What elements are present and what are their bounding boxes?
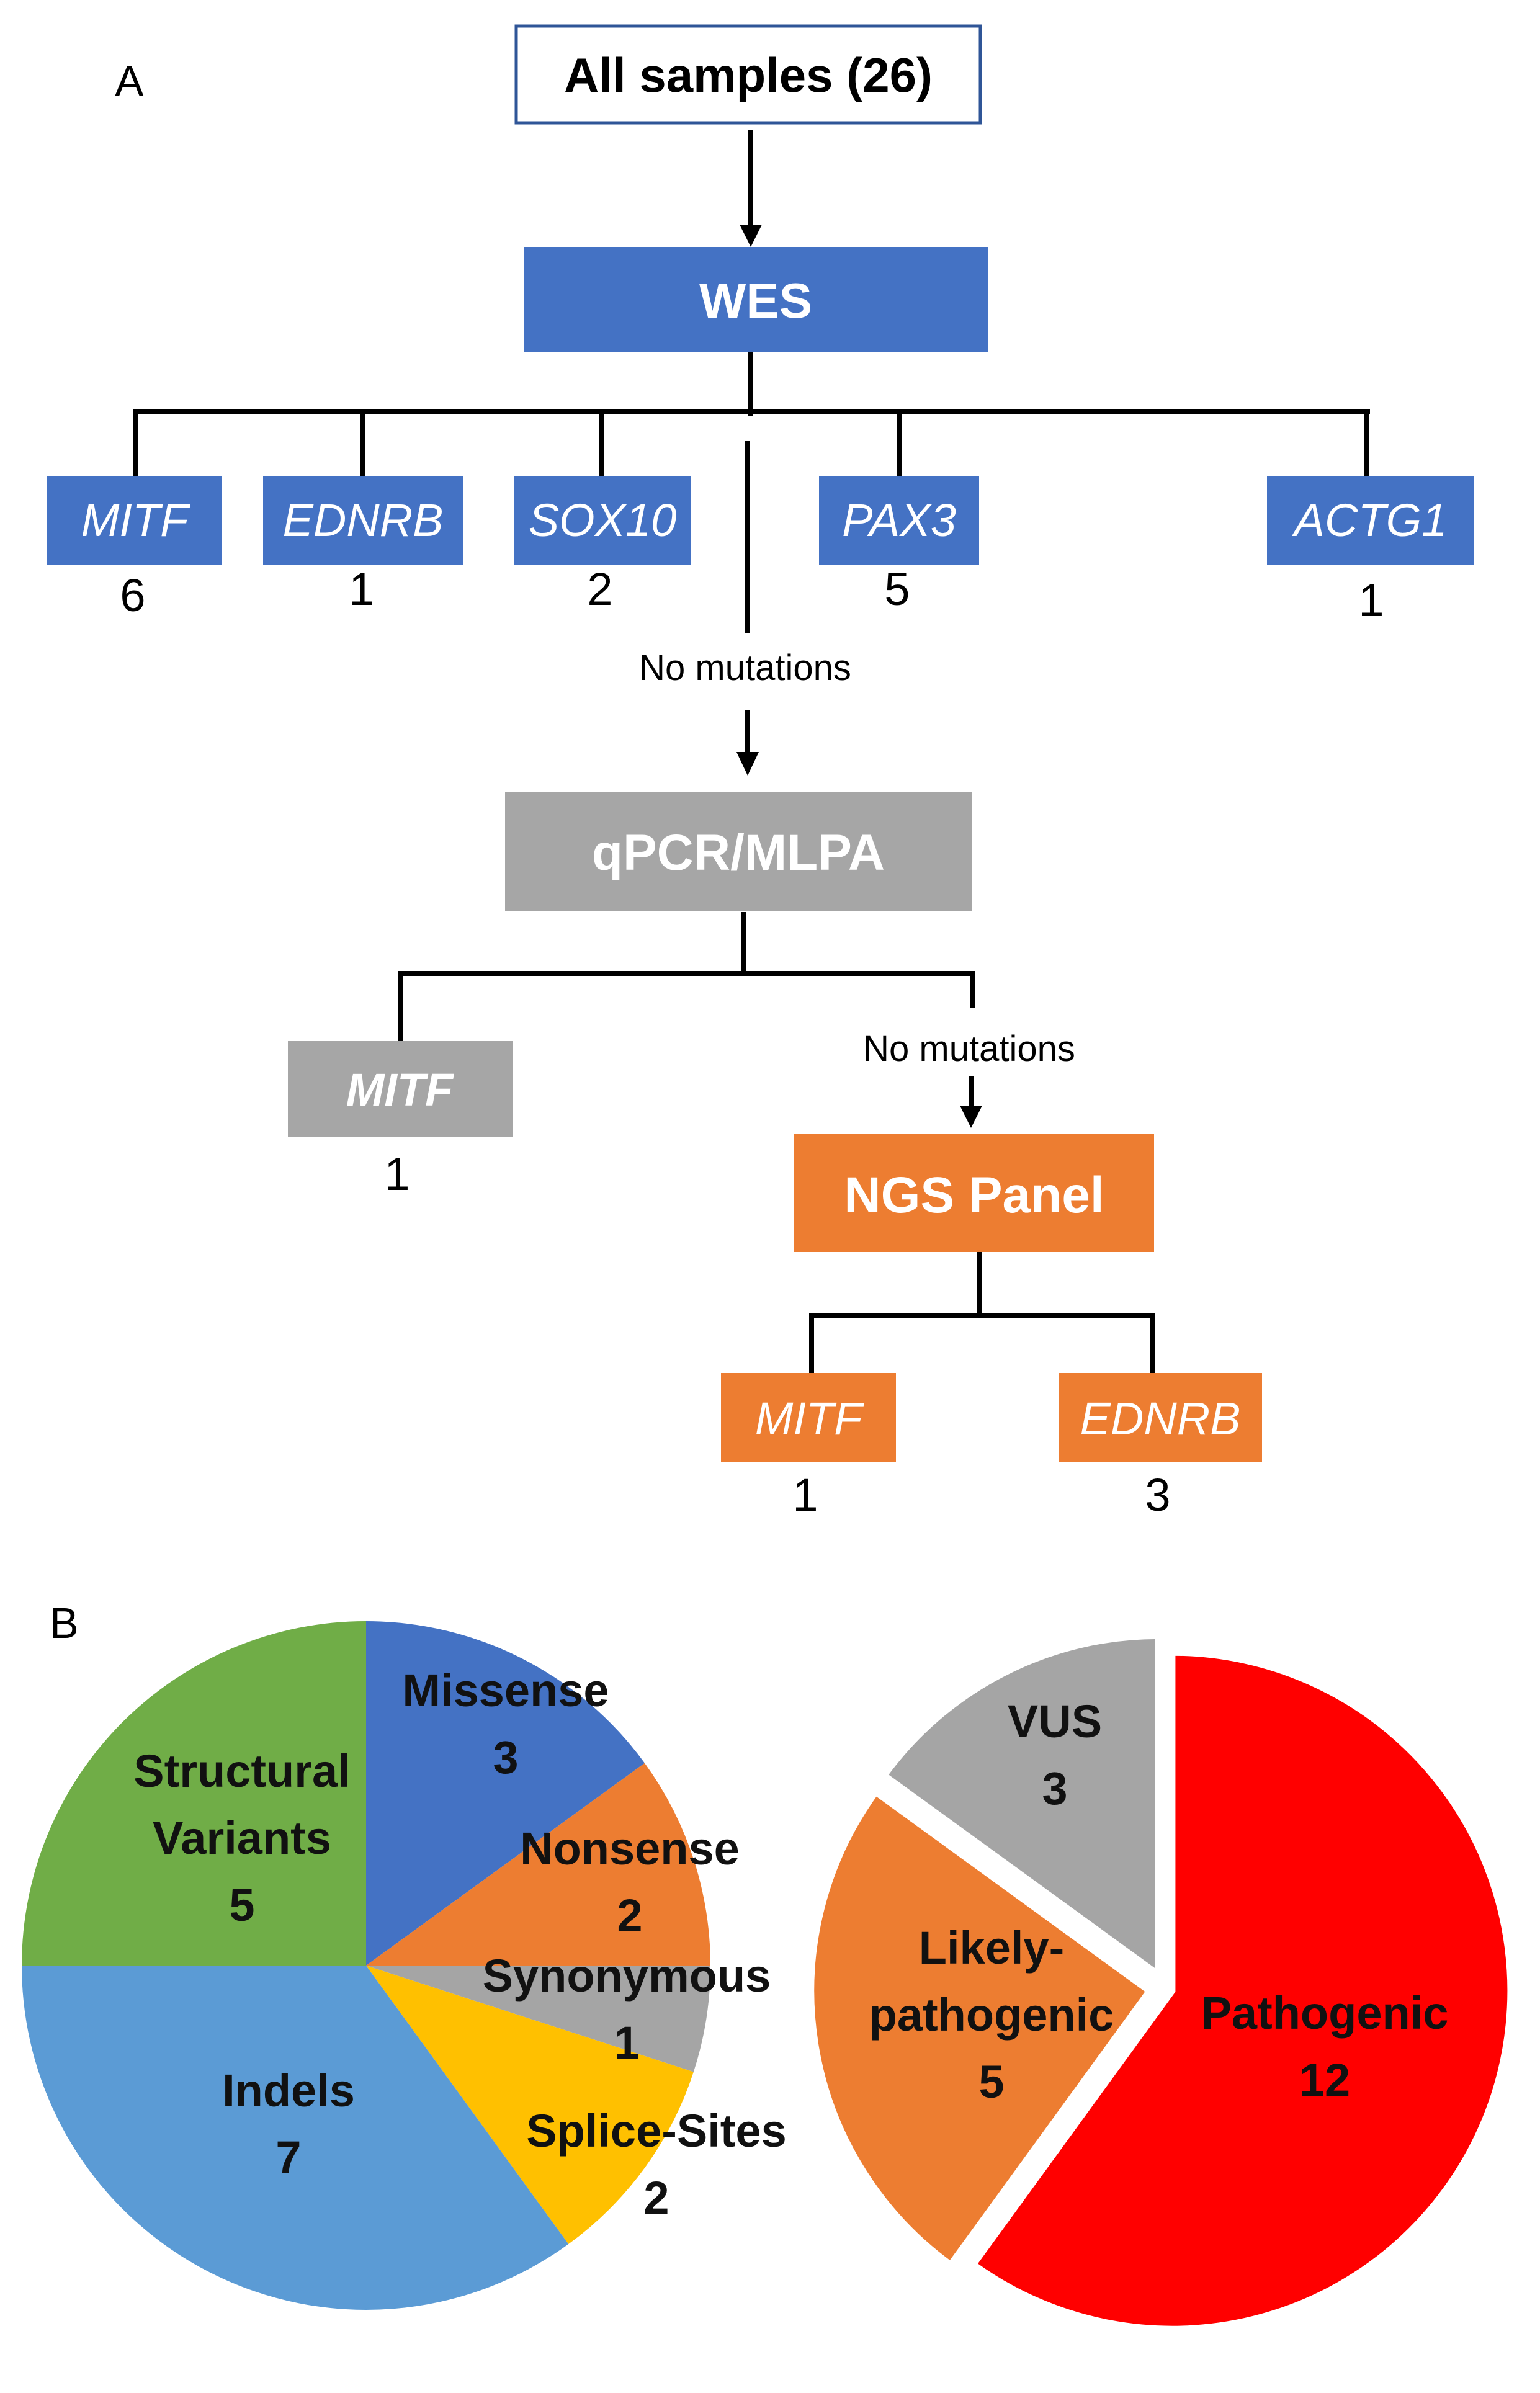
wes-result-box-pax3 [819, 476, 979, 565]
wes-result-count-actg1: 1 [1358, 575, 1384, 626]
wes-result-gene-actg1: ACTG1 [1292, 494, 1448, 546]
pie-slice-1-1 [808, 1787, 1154, 2269]
no-mutations-note-1: No mutations [639, 648, 851, 688]
pie-label-0-4: Indels 7 [222, 2065, 355, 2183]
ngs-box [794, 1134, 1154, 1252]
pie-category-1-0: Pathogenic [1201, 1987, 1449, 2039]
ngs-result-box-ednrb [1059, 1373, 1262, 1462]
wes-result-count-ednrb: 1 [349, 563, 374, 615]
pathogenicity-pie: Pathogenic 12 Likely-pathogenic 5 VUS 3 [808, 1632, 1514, 2332]
pie-slice-1-2 [880, 1632, 1162, 1980]
pie-category-0-5: Structural [133, 1745, 351, 1797]
wes-result-count-pax3: 5 [884, 563, 910, 615]
pie-value-0-5: 5 [229, 1879, 254, 1931]
pie-value-0-3: 2 [643, 2172, 669, 2224]
pie-category-1-1: pathogenic [869, 1989, 1114, 2041]
arrowheads [736, 225, 982, 1128]
pie-category-0-2: Synonymous [483, 1950, 771, 2002]
qpcr-result-box-mitf [288, 1041, 513, 1137]
wes-result-box-sox10 [514, 476, 691, 565]
pie-slice-0-4 [21, 1966, 569, 2310]
pie-label-0-3: Splice-Sites 2 [526, 2105, 787, 2224]
ngs-result-gene-ednrb: EDNRB [1080, 1393, 1240, 1444]
ngs-results: MITF 1 EDNRB 3 [721, 1373, 1262, 1521]
pie-label-0-2: Synonymous 1 [483, 1950, 771, 2069]
qpcr-results: MITF 1 [288, 1041, 513, 1200]
ngs-result-box-mitf [721, 1373, 896, 1462]
pie-slice-0-2 [366, 1966, 710, 2072]
ngs-label: NGS Panel [844, 1167, 1104, 1223]
wes-results: MITF 6 EDNRB 1 SOX10 2 PAX3 5 ACTG1 1 [47, 476, 1474, 626]
wes-node: WES [524, 247, 988, 352]
pie-value-1-0: 12 [1299, 2054, 1350, 2106]
pie-category-0-5: Variants [153, 1812, 331, 1864]
pie-slice-0-3 [366, 1966, 694, 2245]
arrowhead-qpcr [736, 752, 759, 776]
no-mutations-note-2: No mutations [863, 1029, 1075, 1069]
pie-value-0-2: 1 [614, 2017, 639, 2069]
pie-category-1-1: Likely- [919, 1922, 1064, 1974]
root-label: All samples (26) [564, 48, 933, 102]
pie-value-0-4: 7 [275, 2132, 301, 2183]
pie-category-1-2: VUS [1008, 1696, 1102, 1747]
pie-category-0-0: Missense [402, 1665, 609, 1716]
wes-result-gene-mitf: MITF [81, 494, 190, 546]
pie-label-1-0: Pathogenic 12 [1201, 1987, 1449, 2106]
flow-connectors [133, 130, 1370, 1374]
wes-result-box-ednrb [263, 476, 463, 565]
pie-category-0-4: Indels [222, 2065, 355, 2116]
pie-label-1-1: Likely-pathogenic 5 [869, 1922, 1114, 2108]
pie-value-0-1: 2 [617, 1890, 642, 1941]
ngs-node: NGS Panel [794, 1134, 1154, 1252]
pie-label-0-0: Missense 3 [402, 1665, 609, 1783]
root-node: All samples (26) [514, 24, 982, 125]
qpcr-label: qPCR/MLPA [592, 825, 885, 881]
qpcr-result-count-mitf: 1 [384, 1148, 410, 1200]
wes-result-count-mitf: 6 [120, 570, 145, 621]
pie-slice-0-5 [22, 1621, 366, 1966]
qpcr-node: qPCR/MLPA [505, 792, 972, 911]
pie-slice-1-0 [969, 1649, 1514, 2332]
arrowhead-ngs [960, 1106, 982, 1128]
pie-category-0-1: Nonsense [520, 1823, 740, 1874]
arrowhead-wes [740, 225, 762, 247]
panel-label-b: B [50, 1599, 79, 1647]
ngs-result-count-mitf: 1 [792, 1469, 818, 1521]
ngs-result-count-ednrb: 3 [1145, 1469, 1170, 1521]
wes-label: WES [699, 273, 812, 328]
pie-value-0-0: 3 [493, 1732, 518, 1783]
qpcr-result-gene-mitf: MITF [346, 1064, 454, 1116]
wes-result-box-mitf [47, 476, 222, 565]
pie-slice-0-1 [366, 1763, 710, 1966]
pie-value-1-1: 5 [978, 2056, 1004, 2108]
pie-value-1-2: 3 [1042, 1763, 1067, 1814]
pie-label-1-2: VUS 3 [1008, 1696, 1102, 1814]
wes-result-gene-sox10: SOX10 [529, 494, 677, 546]
ngs-result-gene-mitf: MITF [755, 1393, 864, 1444]
panel-label-a: A [115, 57, 144, 105]
pie-category-0-3: Splice-Sites [526, 2105, 787, 2157]
pie-label-0-1: Nonsense 2 [520, 1823, 740, 1941]
wes-result-box-actg1 [1267, 476, 1474, 565]
qpcr-box [505, 792, 972, 911]
wes-result-gene-ednrb: EDNRB [282, 494, 443, 546]
root-box [514, 24, 982, 125]
wes-result-gene-pax3: PAX3 [842, 494, 956, 546]
wes-box [524, 247, 988, 352]
wes-result-count-sox10: 2 [587, 563, 612, 615]
pie-slice-0-0 [366, 1621, 645, 1966]
